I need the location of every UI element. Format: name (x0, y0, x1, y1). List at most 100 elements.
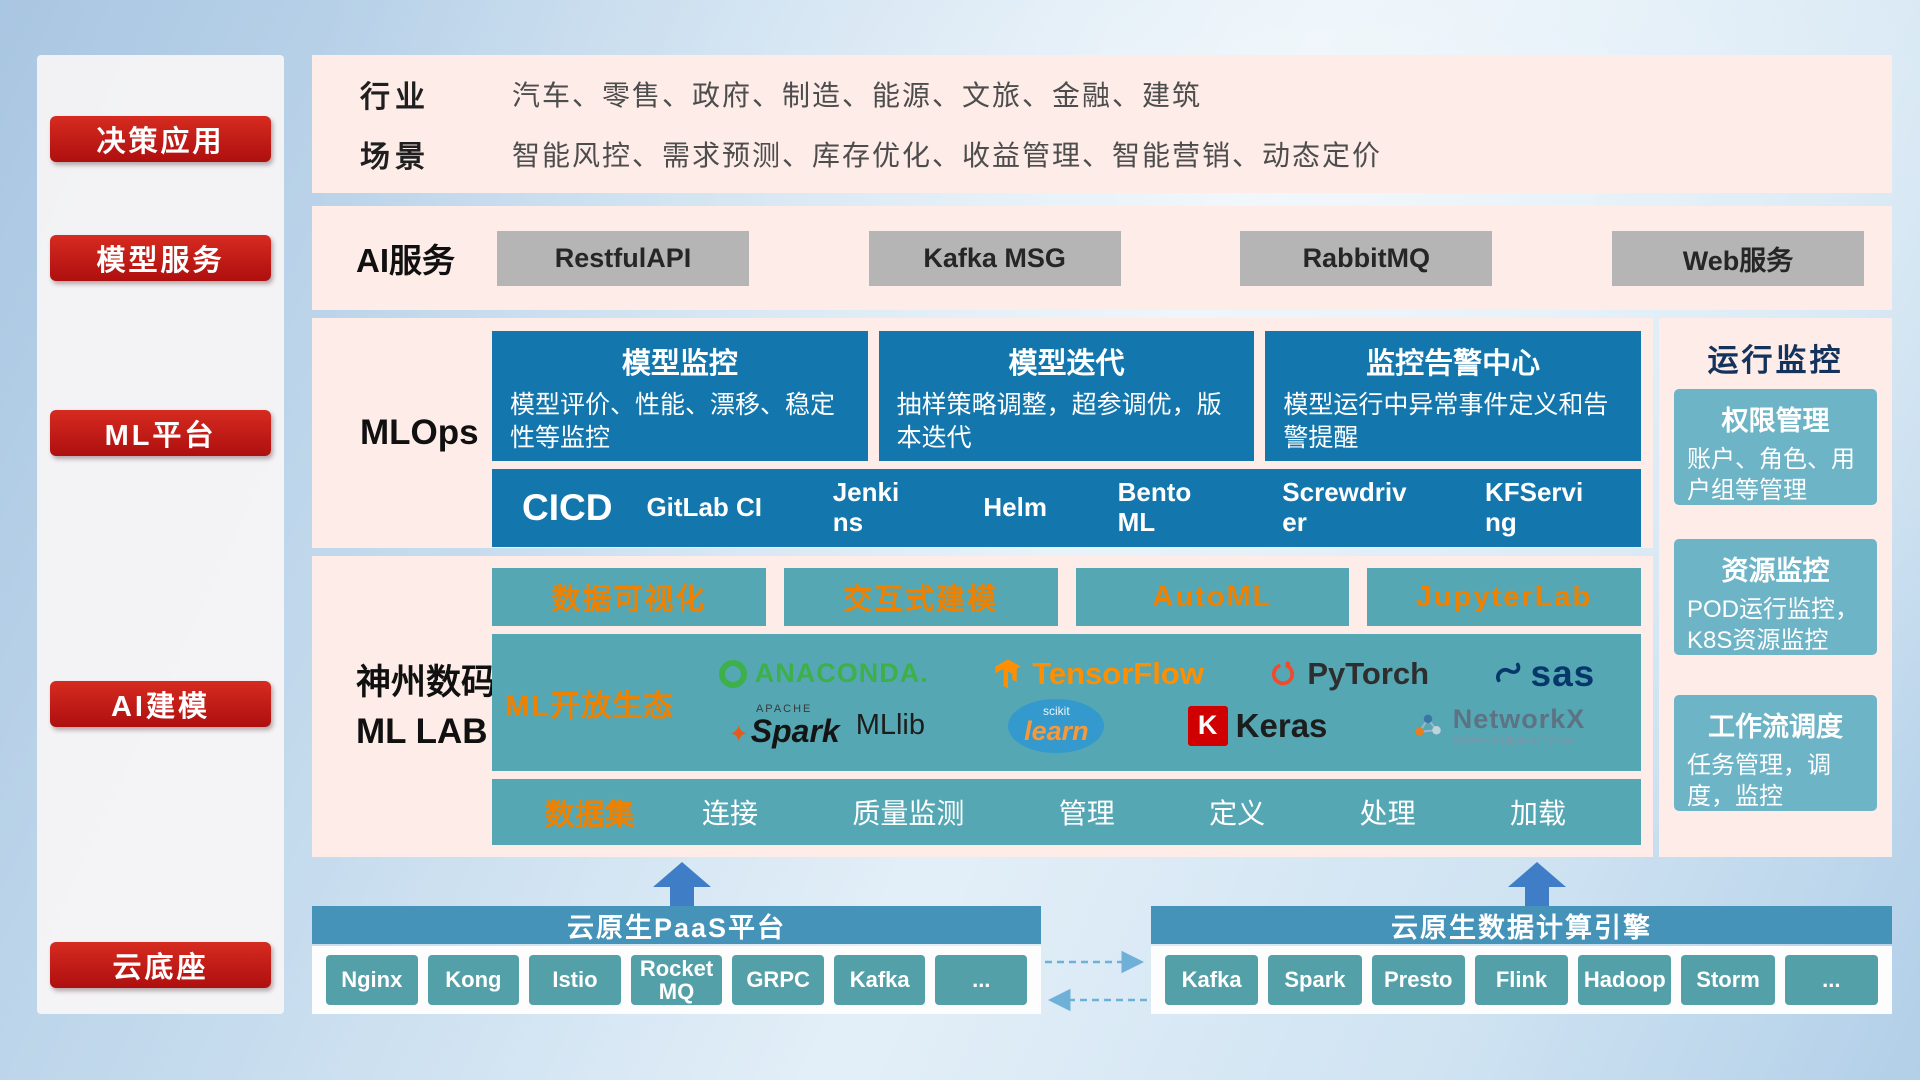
card-desc: 模型运行中异常事件定义和告警提醒 (1283, 391, 1609, 452)
alert-center-card: 监控告警中心 模型运行中异常事件定义和告警提醒 (1265, 331, 1642, 461)
dashed-connection-arrows (1045, 950, 1147, 1012)
presto-chip: Presto (1371, 955, 1465, 1005)
paas-platform-bar: 云原生PaaS平台 (312, 906, 1041, 944)
mlops-label: MLOps (360, 413, 479, 452)
card-title: 监控告警中心 (1366, 348, 1541, 380)
scikit-text: scikit (1043, 703, 1070, 718)
ai-service-panel: AI服务 RestfulAPI Kafka MSG RabbitMQ Web服务 (312, 206, 1892, 310)
sidebar-item-ai-modeling: AI建模 (50, 681, 271, 727)
arrow-head (653, 862, 711, 887)
logo-row-2: APACHE ✦ Spark MLlib scikit learn (687, 698, 1627, 753)
dataset-process: 处理 (1359, 798, 1416, 829)
web-service-block: Web服务 (1611, 230, 1864, 286)
card-title: 模型监控 (621, 348, 738, 380)
dataset-bar: 数据集 连接 质量监测 管理 定义 处理 加载 (492, 779, 1641, 845)
logo-row-1: ANACONDA. TensorFlow PyTorch sas (687, 653, 1627, 695)
mlops-cards: 模型监控 模型评价、性能、漂移、稳定性等监控 模型迭代 抽样策略调整，超参调优，… (492, 331, 1642, 461)
arrow-head (1508, 862, 1566, 887)
mlops-panel: MLOps 模型监控 模型评价、性能、漂移、稳定性等监控 模型迭代 抽样策略调整… (312, 318, 1653, 548)
spark-chip: Spark (1268, 955, 1362, 1005)
ml-lab-panel: 神州数码 ML LAB 数据可视化 交互式建模 AutoML JupyterLa… (312, 556, 1653, 857)
dataset-quality: 质量监测 (852, 798, 965, 829)
networkx-icon (1414, 714, 1441, 736)
pytorch-logo: PyTorch (1267, 656, 1429, 692)
scenario-label: 场景 (360, 141, 430, 175)
resource-monitoring-card: 资源监控 POD运行监控，K8S资源监控 (1674, 539, 1877, 655)
networkx-tagline: Network Analysis in Python (1452, 734, 1574, 746)
arrow-stem (1525, 887, 1549, 907)
ml-lab-tools: 数据可视化 交互式建模 AutoML JupyterLab (492, 568, 1641, 626)
cicd-items: GitLab CI Jenkins Helm BentoML Screwdriv… (646, 477, 1641, 538)
ai-service-label: AI服务 (356, 242, 455, 279)
card-title: 模型迭代 (1008, 348, 1125, 380)
sas-logo: sas (1493, 653, 1596, 695)
ecosystem-logos: ANACONDA. TensorFlow PyTorch sas (687, 653, 1641, 753)
cicd-gitlab-ci: GitLab CI (646, 492, 763, 523)
permission-management-card: 权限管理 账户、角色、用户组等管理 (1674, 389, 1877, 505)
arrow-stem (670, 887, 694, 907)
automl-block: AutoML (1075, 568, 1350, 626)
pytorch-icon (1272, 660, 1295, 685)
card-desc: 模型评价、性能、漂移、稳定性等监控 (510, 391, 836, 452)
industry-values: 汽车、零售、政府、制造、能源、文旅、金融、建筑 (512, 79, 1203, 111)
keras-k: K (1197, 710, 1218, 740)
card-desc: POD运行监控，K8S资源监控 (1687, 596, 1860, 654)
more-chip: ... (935, 955, 1028, 1005)
dataset-define: 定义 (1209, 798, 1266, 829)
industry-label: 行业 (360, 80, 430, 114)
istio-chip: Istio (529, 955, 621, 1005)
restfulapi-block: RestfulAPI (497, 230, 749, 286)
kong-chip: Kong (427, 955, 520, 1005)
networkx-logo: NetworkX Network Analysis in Python (1411, 704, 1586, 746)
nginx-chip: Nginx (326, 955, 418, 1005)
scenario-values: 智能风控、需求预测、库存优化、收益管理、智能营销、动态定价 (512, 140, 1383, 172)
industry-scenario-panel: 行业 汽车、零售、政府、制造、能源、文旅、金融、建筑 场景 智能风控、需求预测、… (312, 55, 1892, 193)
run-monitoring-panel: 运行监控 权限管理 账户、角色、用户组等管理 资源监控 POD运行监控，K8S资… (1659, 318, 1892, 857)
cicd-label: CICD (522, 487, 613, 528)
spark-mllib-logo: APACHE ✦ Spark MLlib (728, 703, 925, 749)
ai-service-blocks: RestfulAPI Kafka MSG RabbitMQ Web服务 (497, 230, 1892, 286)
ml-lab-label-line1: 神州数码 (356, 663, 497, 702)
engine-components-strip: Kafka Spark Presto Flink Hadoop Storm ..… (1151, 946, 1892, 1014)
spark-text: Spark (750, 713, 840, 749)
storm-chip: Storm (1681, 955, 1775, 1005)
workflow-scheduling-card: 工作流调度 任务管理，调度，监控 (1674, 695, 1877, 811)
card-desc: 账户、角色、用户组等管理 (1687, 446, 1855, 504)
dataset-connect: 连接 (702, 798, 759, 829)
kafka-chip: Kafka (1165, 955, 1259, 1005)
anaconda-icon (718, 659, 747, 688)
interactive-modeling-block: 交互式建模 (783, 568, 1058, 626)
run-monitoring-title: 运行监控 (1707, 343, 1844, 378)
networkx-text: NetworkX (1452, 704, 1586, 735)
rabbitmq-block: RabbitMQ (1240, 230, 1493, 286)
pytorch-text: PyTorch (1307, 655, 1430, 691)
scenario-row: 场景 智能风控、需求预测、库存优化、收益管理、智能营销、动态定价 (360, 132, 1892, 176)
flink-chip: Flink (1474, 955, 1569, 1005)
card-desc: 抽样策略调整，超参调优，版本迭代 (896, 391, 1222, 452)
cicd-jenkins: Jenkins (832, 477, 900, 537)
tensorflow-logo: TensorFlow (992, 656, 1204, 692)
ml-lab-label-line2: ML LAB (356, 712, 488, 751)
spark-icon: ✦ (728, 721, 749, 748)
data-engine-bar: 云原生数据计算引擎 (1151, 906, 1892, 944)
ml-open-ecosystem-box: ML开放生态 ANACONDA. TensorFlow PyTorch sas (492, 634, 1641, 771)
tensorflow-icon (995, 658, 1021, 689)
apache-text: APACHE (755, 703, 813, 715)
kafka-chip: Kafka (833, 955, 926, 1005)
card-title: 资源监控 (1721, 556, 1830, 586)
dataset-manage: 管理 (1058, 798, 1115, 829)
scikit-learn-icon: scikit learn (1008, 698, 1105, 753)
card-title: 工作流调度 (1708, 712, 1843, 742)
sidebar-item-cloud-base: 云底座 (50, 942, 271, 988)
keras-text: Keras (1235, 706, 1328, 744)
anaconda-text: ANACONDA. (754, 658, 929, 688)
industry-row: 行业 汽车、零售、政府、制造、能源、文旅、金融、建筑 (360, 72, 1892, 116)
dataset-label: 数据集 (544, 799, 635, 832)
cicd-kfserving: KFServing (1484, 477, 1584, 537)
card-desc: 任务管理，调度，监控 (1687, 752, 1831, 810)
up-arrow-right (1508, 862, 1566, 907)
ml-open-ecosystem-label: ML开放生态 (504, 689, 675, 723)
data-visualization-block: 数据可视化 (492, 568, 766, 626)
ml-lab-label: 神州数码 ML LAB (356, 658, 496, 756)
card-title: 权限管理 (1721, 406, 1830, 436)
